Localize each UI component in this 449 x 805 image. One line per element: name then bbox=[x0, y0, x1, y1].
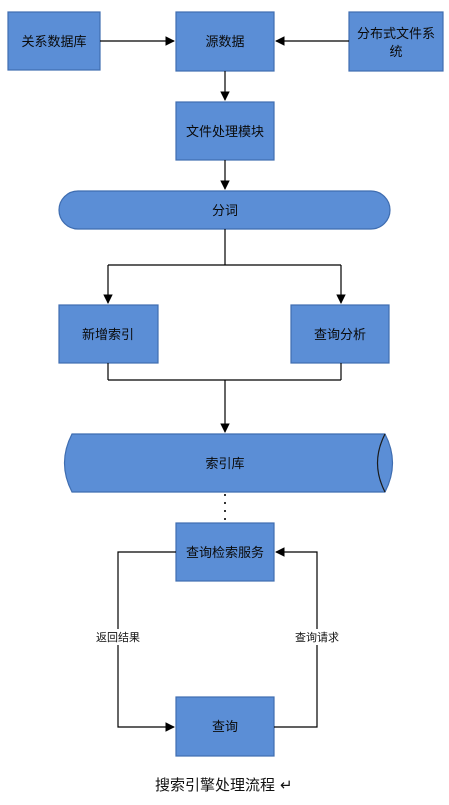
node-query-analysis: 查询分析 bbox=[290, 304, 390, 364]
node-index-store: 索引库 bbox=[63, 433, 394, 493]
node-query-analysis-label: 查询分析 bbox=[314, 328, 366, 343]
caption-paragraph-mark: ↵ bbox=[280, 776, 293, 794]
node-tokenize-label: 分词 bbox=[212, 204, 238, 219]
node-file-module: 文件处理模块 bbox=[175, 101, 275, 161]
edge-tokenize-split bbox=[103, 229, 346, 304]
node-tokenize: 分词 bbox=[58, 190, 391, 230]
edge-label-return-result: 返回结果 bbox=[96, 631, 140, 644]
node-query-label: 查询 bbox=[212, 720, 238, 735]
node-relational-db-label: 关系数据库 bbox=[21, 34, 86, 50]
node-dfs-label-line2: 统 bbox=[389, 45, 402, 60]
edge-merge-to-index bbox=[107, 363, 342, 433]
edge-label-query-request: 查询请求 bbox=[295, 630, 339, 644]
node-file-module-label: 文件处理模块 bbox=[186, 125, 264, 140]
node-dfs-label-line1: 分布式文件系 bbox=[357, 27, 435, 42]
diagram-caption: 搜索引擎处理流程 bbox=[155, 776, 275, 794]
node-relational-db: 关系数据库 bbox=[7, 11, 101, 71]
node-new-index: 新增索引 bbox=[58, 304, 159, 364]
edge-label-bg-return bbox=[92, 629, 144, 645]
node-search-service: 查询检索服务 bbox=[175, 522, 275, 582]
edge-label-bg-request bbox=[291, 629, 343, 645]
node-source-data-label: 源数据 bbox=[205, 35, 244, 50]
node-search-service-label: 查询检索服务 bbox=[186, 545, 264, 561]
node-query: 查询 bbox=[175, 696, 275, 757]
node-new-index-label: 新增索引 bbox=[82, 327, 134, 343]
node-dfs: 分布式文件系 统 bbox=[348, 11, 444, 72]
node-index-store-label: 索引库 bbox=[205, 456, 244, 472]
node-source-data: 源数据 bbox=[175, 11, 275, 72]
